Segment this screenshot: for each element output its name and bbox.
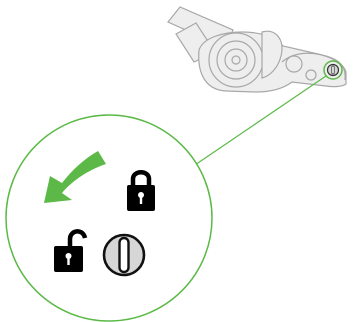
lock-knob-slot <box>118 236 130 274</box>
device-lock-knob <box>323 60 343 80</box>
curved-arrow-icon <box>44 151 106 203</box>
lock-knob-icon <box>102 233 146 277</box>
device-floor-head <box>281 52 346 81</box>
device-lock-knob-highlight <box>323 60 343 80</box>
callout-circle <box>5 114 213 322</box>
device-rear-roller <box>305 69 317 81</box>
lock-open-icon <box>54 229 88 272</box>
lock-closed-shackle <box>130 170 152 187</box>
device-lock-knob-slot <box>331 65 335 75</box>
device-illustration <box>167 6 347 93</box>
lock-closed-keyhole-slot <box>139 195 143 204</box>
device-front-roller <box>285 55 303 73</box>
lock-open-keyhole-slot <box>67 256 70 265</box>
lock-closed-icon <box>127 170 155 211</box>
callout-leader-line <box>191 75 327 168</box>
device-cap <box>261 30 283 79</box>
device-wheel-center <box>231 55 241 65</box>
lock-open-shackle <box>67 229 88 248</box>
